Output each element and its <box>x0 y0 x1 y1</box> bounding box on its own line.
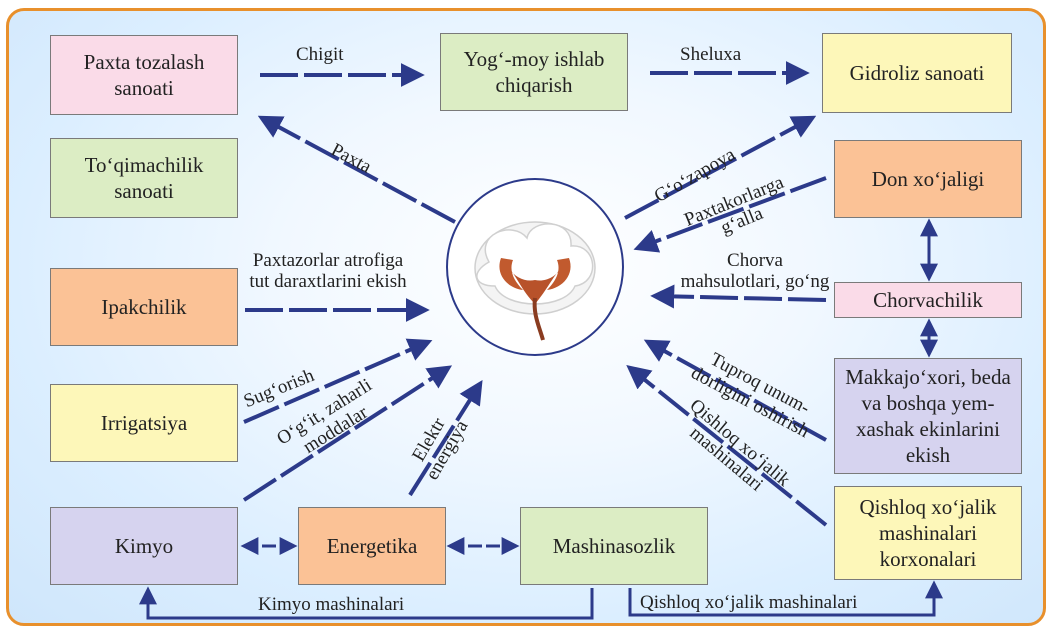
box-makkajoxori: Makkajo‘xori, beda va boshqa yem-xashak … <box>834 358 1022 474</box>
arrow-qishloq-diag <box>626 364 828 527</box>
box-don: Don xo‘jaligi <box>834 140 1022 218</box>
box-chorvachilik: Chorvachilik <box>834 282 1022 318</box>
arrow-qishloq-mashinalari <box>628 580 943 617</box>
arrow-chorva <box>650 284 827 309</box>
box-gidroliz: Gidroliz sanoati <box>822 33 1012 113</box>
box-qishloq-korxona: Qishloq xo‘jalik mashinalari korxonalari <box>834 486 1022 580</box>
cotton-boll-icon <box>474 221 596 341</box>
arrow-ogit <box>242 365 453 502</box>
box-mashinasozlik: Mashinasozlik <box>520 507 708 585</box>
label-kimyo-mashinalari: Kimyo mashinalari <box>258 594 405 615</box>
box-irrigatsiya: Irrigatsiya <box>50 384 238 462</box>
arrow-elektr <box>408 379 483 497</box>
arrow-paxta <box>257 115 456 224</box>
box-ipakchilik: Ipakchilik <box>50 268 238 346</box>
box-toqimachilik: To‘qimachilik sanoati <box>50 138 238 218</box>
label-sheluxa: Sheluxa <box>680 44 742 65</box>
arrow-tuproq <box>643 339 827 442</box>
arrow-sugorish <box>243 338 433 424</box>
box-paxta-tozalash: Paxta tozalash sanoati <box>50 35 238 115</box>
arrow-kimyo-mashinalari <box>139 586 594 620</box>
arrow-gozapoya <box>624 115 817 220</box>
box-kimyo: Kimyo <box>50 507 238 585</box>
label-chigit: Chigit <box>296 44 344 65</box>
label-chorva: Chorva mahsulotlari, go‘ng <box>680 250 830 292</box>
box-energetika: Energetika <box>298 507 446 585</box>
label-paxtazorlar: Paxtazorlar atrofiga tut daraxtlarini ek… <box>249 250 407 292</box>
arrow-galla <box>633 176 827 253</box>
box-yog-moy: Yog‘-moy ishlab chiqarish <box>440 33 628 111</box>
label-qishloq-mashinalari: Qishloq xo‘jalik mashinalari <box>640 592 858 613</box>
